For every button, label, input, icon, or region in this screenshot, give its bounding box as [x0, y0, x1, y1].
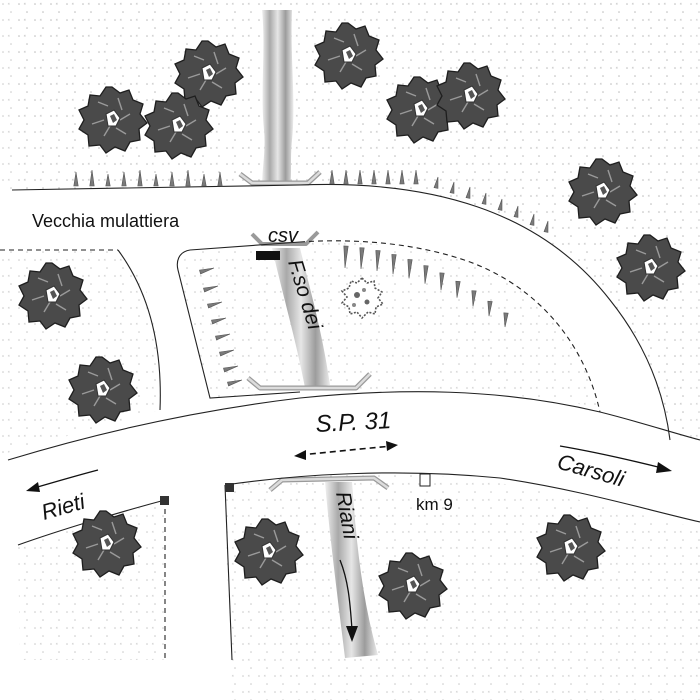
embankment-spike — [329, 169, 335, 185]
embankment-spike — [73, 171, 79, 187]
arrow-to-carsoli-icon — [559, 445, 672, 473]
embankment-spike — [487, 300, 493, 317]
embankment-spike — [215, 333, 231, 341]
embankment-spike — [199, 267, 215, 275]
embankment-spike — [455, 280, 461, 298]
road-edges — [7, 183, 700, 661]
embankment-spike — [219, 349, 235, 357]
label-sp31: S.P. 31 — [315, 407, 392, 438]
road-band — [0, 184, 700, 700]
boundary-marker-right — [225, 483, 234, 492]
embankment-spike — [137, 169, 143, 187]
km-marker-post — [419, 473, 431, 487]
csv-marker — [256, 251, 280, 260]
embankment-spike — [203, 285, 219, 293]
embankment-spike — [201, 173, 207, 187]
arrow-to-rieti-icon — [26, 469, 99, 492]
embankment-spike — [207, 301, 223, 309]
embankment-spike — [357, 169, 363, 185]
embankment-spike — [343, 245, 349, 269]
label-km-9: km 9 — [416, 495, 453, 514]
dashed-boundaries — [0, 240, 601, 660]
embankment-spike — [89, 169, 95, 187]
embankment-spike — [121, 171, 127, 187]
embankment-spike — [503, 312, 509, 328]
embankment-spike — [433, 176, 439, 189]
direction-arrows — [26, 441, 672, 642]
embankment-spike — [399, 169, 405, 185]
embankment-spike — [169, 171, 175, 187]
culverts — [238, 170, 390, 492]
embankment-spike — [391, 254, 397, 275]
stream-fosso-dei-riani — [262, 10, 378, 658]
label-csv: csv — [268, 225, 299, 247]
embankment-spike — [449, 181, 455, 194]
embankment-spike — [407, 259, 413, 279]
arrow-stream-flow-icon — [339, 559, 358, 642]
embankment-spike — [223, 365, 239, 373]
embankment-spike — [481, 192, 487, 205]
embankment-spike — [217, 171, 223, 187]
embankment-spike — [439, 272, 445, 291]
embankment-spike — [423, 265, 429, 284]
embankment-spike — [227, 379, 243, 387]
embankment-spike — [359, 247, 365, 269]
embankment-spike — [375, 250, 381, 272]
embankment-spike — [153, 173, 159, 187]
embankment-spike — [413, 169, 419, 185]
embankment-spike — [543, 220, 549, 233]
embankment-spike — [105, 173, 111, 187]
embankment-spike — [185, 169, 191, 187]
embankment-spike — [471, 290, 477, 307]
boundary-marker-left — [160, 496, 169, 505]
embankment-spike — [497, 198, 503, 211]
embankment-spike — [465, 186, 471, 199]
embankment-spikes — [73, 169, 549, 387]
embankment-spike — [385, 169, 391, 185]
embankment-spike — [343, 169, 349, 185]
embankment-spike — [529, 213, 535, 226]
label-vecchia-mulattiera: Vecchia mulattiera — [32, 211, 180, 231]
arrow-sp31-icon — [294, 441, 398, 460]
embankment-spike — [371, 169, 377, 185]
embankment-spike — [513, 205, 519, 218]
embankment-spike — [211, 317, 227, 325]
